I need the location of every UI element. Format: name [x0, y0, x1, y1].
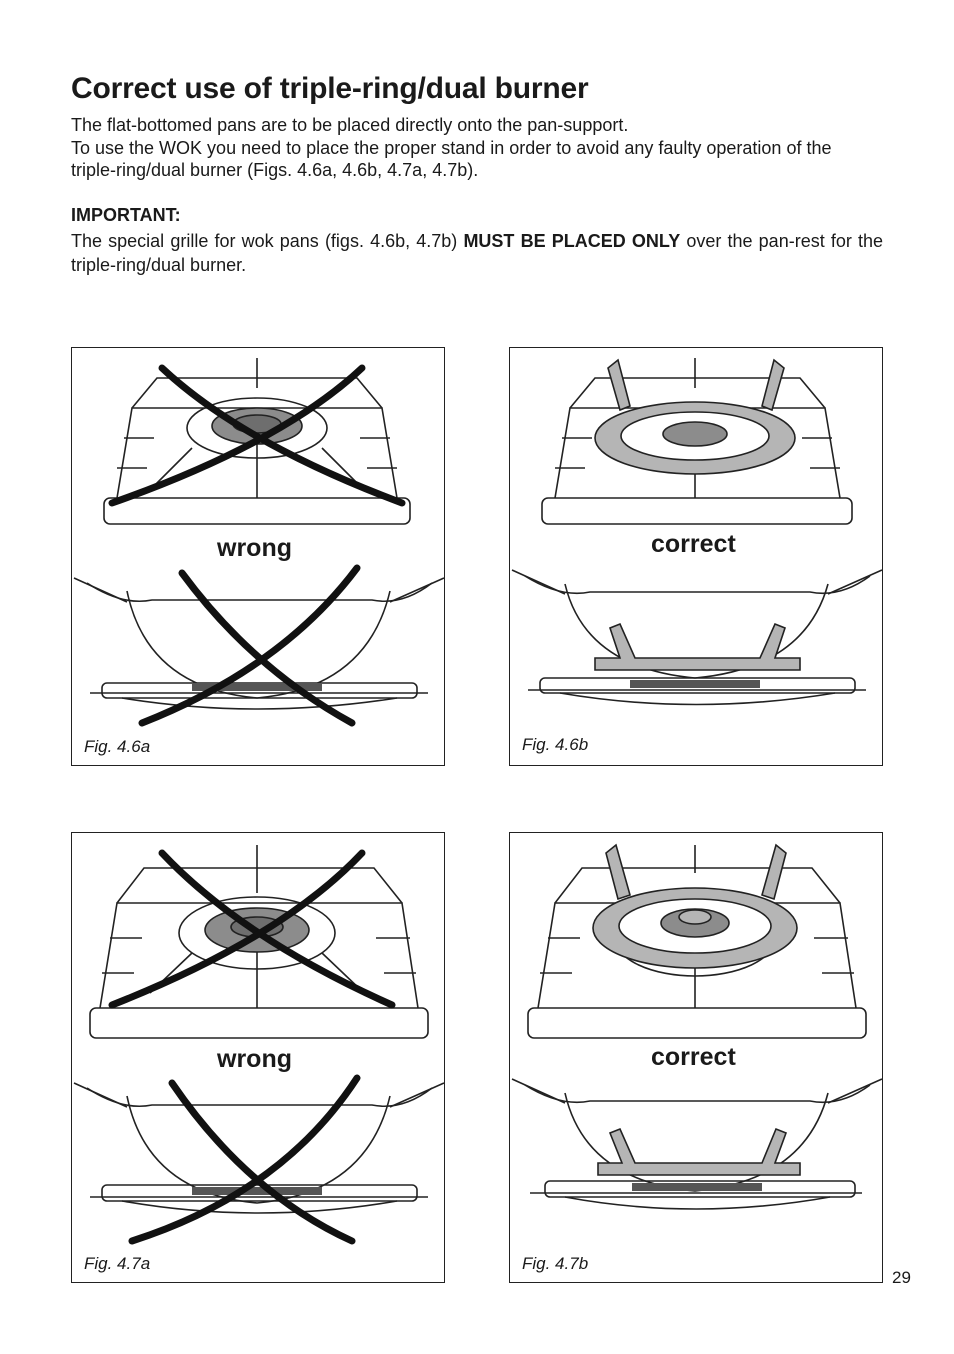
important-body: The special grille for wok pans (figs. 4…: [71, 229, 883, 277]
intro-text: The flat-bottomed pans are to be placed …: [71, 114, 841, 182]
important-text-before: The special grille for wok pans (figs. 4…: [71, 231, 464, 251]
figure-4-7b: correct Fig. 4.7b: [509, 832, 883, 1283]
page-title: Correct use of triple-ring/dual burner: [71, 72, 589, 105]
important-heading: IMPORTANT:: [71, 205, 181, 225]
figure-4-7a-verdict: wrong: [217, 1045, 292, 1073]
figure-4-6a-caption: Fig. 4.6a: [84, 737, 151, 756]
hob-illustration-4-6a: [73, 358, 444, 727]
important-emphasis: MUST BE PLACED ONLY: [463, 231, 681, 251]
intro-line-wok: To use the WOK you need to place the pro…: [71, 137, 832, 181]
hob-illustration-4-6b: [511, 358, 882, 706]
figure-4-6b: correct Fig. 4.6b: [509, 347, 883, 766]
figure-4-6a-verdict: wrong: [217, 534, 292, 562]
figure-4-6a: wrong Fig. 4.6a: [71, 347, 445, 766]
hob-illustration-4-7a: [73, 845, 444, 1245]
figure-4-6b-caption: Fig. 4.6b: [522, 735, 589, 754]
figure-4-7b-caption: Fig. 4.7b: [522, 1254, 589, 1273]
intro-line-flat-pans: The flat-bottomed pans are to be placed …: [71, 115, 629, 135]
important-text-after: over the pan-rest for the triple-ring/du…: [71, 231, 884, 275]
figure-4-7b-verdict: correct: [651, 1043, 736, 1071]
hob-illustration-4-7b: [511, 843, 882, 1210]
page-number: 29: [892, 1268, 911, 1287]
figure-4-7a-caption: Fig. 4.7a: [84, 1254, 151, 1273]
figure-4-6b-verdict: correct: [651, 530, 736, 558]
figure-4-7a: wrong Fig. 4.7a: [71, 832, 445, 1283]
